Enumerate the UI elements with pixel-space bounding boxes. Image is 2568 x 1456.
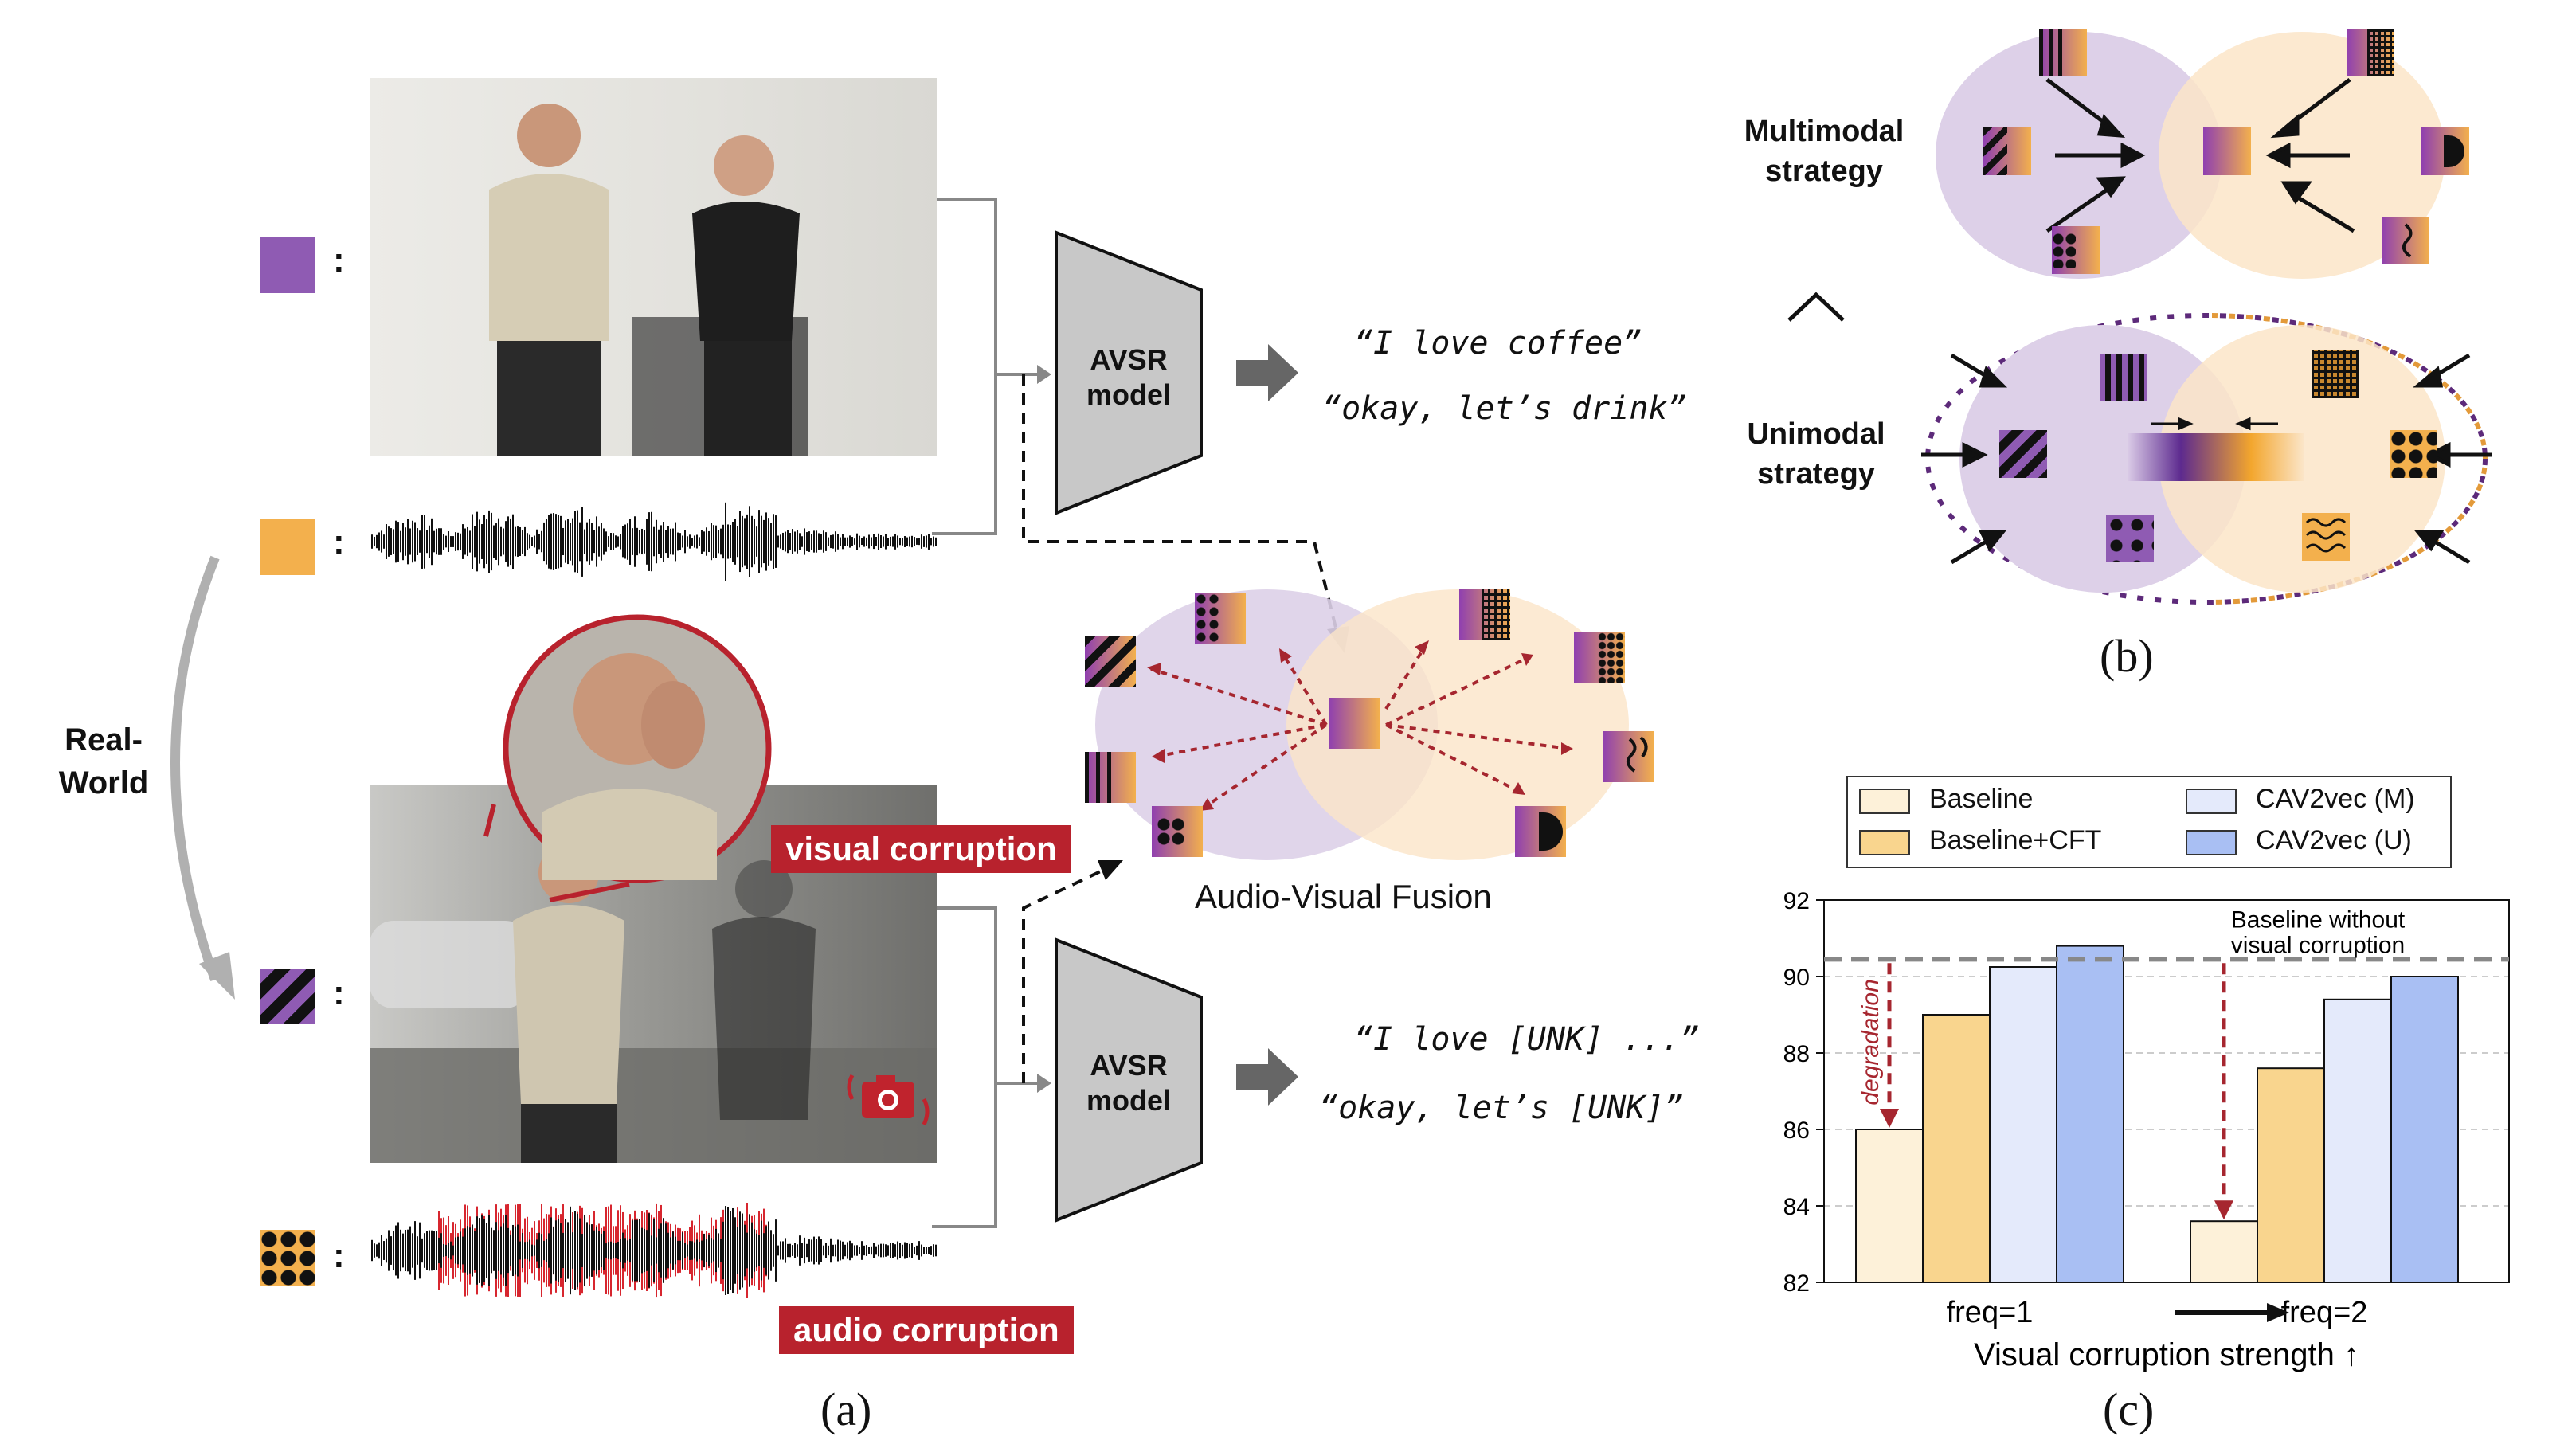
plot-frame (1823, 899, 2510, 1283)
bar-chart: 82 84 86 88 90 92 freq=1 freq=2 Baseline without… (1783, 888, 2510, 1372)
feature-chip (1574, 632, 1625, 683)
feature-chip (2203, 127, 2251, 175)
output-arrow-bottom (1236, 1048, 1298, 1106)
legend-label: CAV2vec (U) (2256, 825, 2412, 855)
corrupted-audio-waveform (370, 1203, 937, 1298)
bar (1855, 1129, 1924, 1283)
transcript: “I love [UNK] ...” (1354, 1021, 1700, 1058)
bar (2390, 976, 2459, 1283)
feature-chip (1459, 589, 1510, 640)
y-tick-label: 88 (1783, 1041, 1810, 1067)
feature-chip (1085, 752, 1136, 803)
feature-chip (1152, 806, 1203, 857)
legend-label: Baseline (1929, 784, 2034, 814)
avsr-model-label: AVSR model (1086, 343, 1171, 411)
feature-chip (1195, 593, 1246, 644)
y-tick-label: 86 (1783, 1117, 1810, 1144)
avsr-model-top (1055, 230, 1203, 515)
transcript: “I love coffee” (1354, 325, 1642, 362)
bar (2323, 998, 2392, 1284)
bar (1989, 966, 2057, 1283)
camera-shake-icon (847, 1074, 930, 1126)
feature-chip (2347, 29, 2394, 76)
avsr-model-bottom (1055, 937, 1203, 1223)
y-tick-label: 84 (1783, 1194, 1810, 1220)
y-tick-label: 90 (1783, 965, 1810, 991)
colon: : (333, 523, 345, 562)
caption-a: (a) (820, 1384, 872, 1435)
chart-legend: Baseline Baseline+CFT CAV2vec (M) CAV2ve… (1846, 776, 2452, 868)
fusion-label: Audio-Visual Fusion (1195, 878, 1492, 915)
corrupted-audio-chip (260, 1230, 315, 1286)
degradation-arrowhead (2214, 1200, 2233, 1220)
feature-chip (1515, 806, 1566, 857)
feature-chip (2312, 350, 2359, 398)
audio-corruption-tag: audio corruption (779, 1306, 1074, 1354)
feature-chip (2052, 226, 2100, 274)
unimodal-strategy-diagram (1921, 313, 2492, 605)
degradation-arrowhead (1880, 1109, 1899, 1128)
colon: : (333, 241, 345, 280)
x-tick-label: freq=2 (2281, 1296, 2368, 1329)
feature-chip (2039, 29, 2087, 76)
bar (2056, 945, 2124, 1283)
feature-chip (1983, 127, 2031, 175)
feature-chip (2106, 515, 2154, 562)
strength-arrowhead (2267, 1303, 2289, 1322)
legend-label: Baseline+CFT (1929, 825, 2102, 855)
colon: : (333, 973, 345, 1012)
clean-audio-waveform (370, 502, 937, 581)
bar (2257, 1067, 2325, 1283)
comparison-symbol (1787, 292, 1845, 322)
audio-visual-fusion-diagram (1095, 589, 1629, 860)
transcript: “okay, let’s drink” (1322, 390, 1687, 427)
transcript: “okay, let’s [UNK]” (1319, 1090, 1684, 1126)
feature-chip (1999, 430, 2047, 478)
corrupted-visual-chip (260, 969, 315, 1024)
reference-line-label: Baseline without (2231, 906, 2406, 933)
feature-chip (2382, 217, 2429, 264)
clean-video-frame (370, 78, 937, 456)
feature-chip (2100, 354, 2147, 401)
real-world-arrow (170, 555, 235, 1000)
legend-swatch (2186, 830, 2237, 855)
avsr-model-label: AVSR model (1086, 1049, 1171, 1117)
legend-swatch (1859, 830, 1910, 855)
feature-chip (1603, 731, 1654, 782)
colon: : (333, 1236, 345, 1275)
fused-feature-chip (1329, 698, 1380, 749)
x-tick-label: freq=1 (1947, 1296, 2034, 1329)
feature-chip (2421, 127, 2469, 175)
feature-chip (2302, 513, 2350, 561)
bar (2190, 1220, 2258, 1284)
unimodal-strategy-label: Unimodal strategy (1747, 417, 1885, 491)
y-tick-label: 92 (1783, 888, 1810, 914)
x-axis-label: Visual corruption strength ↑ (1974, 1337, 2359, 1372)
audio-feature-chip (260, 519, 315, 575)
caption-b: (b) (2100, 630, 2154, 682)
legend-label: CAV2vec (M) (2256, 784, 2415, 814)
y-tick-label: 82 (1783, 1270, 1810, 1297)
caption-c: (c) (2103, 1384, 2155, 1435)
bar (1922, 1014, 1991, 1283)
feature-chip (2390, 430, 2437, 478)
reference-line-label: visual corruption (2231, 932, 2405, 958)
legend-swatch (1859, 789, 1910, 814)
real-world-label: Real-World (58, 722, 149, 800)
zoom-inset (483, 614, 772, 902)
legend-swatch (2186, 789, 2237, 814)
output-arrow-top (1236, 344, 1298, 401)
visual-feature-chip (260, 237, 315, 293)
visual-corruption-tag: visual corruption (771, 825, 1071, 873)
feature-chip (1085, 636, 1136, 687)
multimodal-strategy-diagram (1936, 32, 2445, 279)
multimodal-strategy-label: Multimodal strategy (1744, 115, 1904, 188)
degradation-label: degradation (1857, 979, 1884, 1105)
